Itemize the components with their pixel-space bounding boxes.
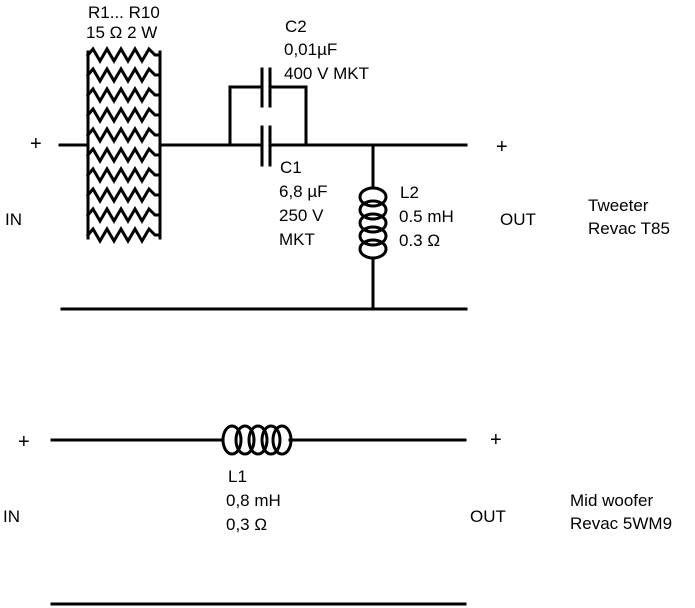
- l2-inductance: 0.5 mH: [399, 207, 454, 226]
- l1-resistance: 0,3 Ω: [226, 515, 268, 534]
- l1-designator: L1: [228, 467, 247, 486]
- tweeter-in-label: IN: [5, 210, 22, 229]
- l2-designator: L2: [400, 183, 419, 202]
- resistors-designator: R1... R10: [88, 3, 160, 22]
- resistors-value: 15 Ω 2 W: [86, 23, 158, 42]
- c2-value: 0,01µF: [284, 40, 338, 59]
- c1-voltage: 250 V: [279, 206, 324, 225]
- tweeter-driver-name: Tweeter: [588, 196, 649, 215]
- woofer-out-plus: +: [490, 429, 502, 451]
- c2-spec: 400 V MKT: [284, 64, 370, 83]
- inductor-l2: [358, 143, 388, 311]
- woofer-in-plus: +: [18, 431, 30, 453]
- tweeter-out-label: OUT: [500, 210, 536, 229]
- inductor-l1: [221, 424, 293, 456]
- c1-designator: C1: [280, 158, 302, 177]
- tweeter-in-plus: +: [30, 133, 42, 155]
- l1-inductance: 0,8 mH: [226, 491, 281, 510]
- l2-resistance: 0.3 Ω: [399, 231, 441, 250]
- resistor-bank-r1-r10: [85, 46, 162, 244]
- woofer-driver-model: Revac 5WM9: [570, 514, 673, 533]
- tweeter-out-plus: +: [496, 136, 508, 158]
- woofer-out-label: OUT: [470, 507, 506, 526]
- c1-value: 6,8 µF: [279, 182, 328, 201]
- c2-designator: C2: [285, 17, 307, 36]
- capacitor-c1: [260, 125, 272, 167]
- tweeter-driver-model: Revac T85: [588, 219, 670, 238]
- c1-type: MKT: [279, 230, 315, 249]
- capacitor-c2: [228, 67, 308, 147]
- woofer-driver-name: Mid woofer: [570, 491, 654, 510]
- woofer-in-label: IN: [3, 507, 20, 526]
